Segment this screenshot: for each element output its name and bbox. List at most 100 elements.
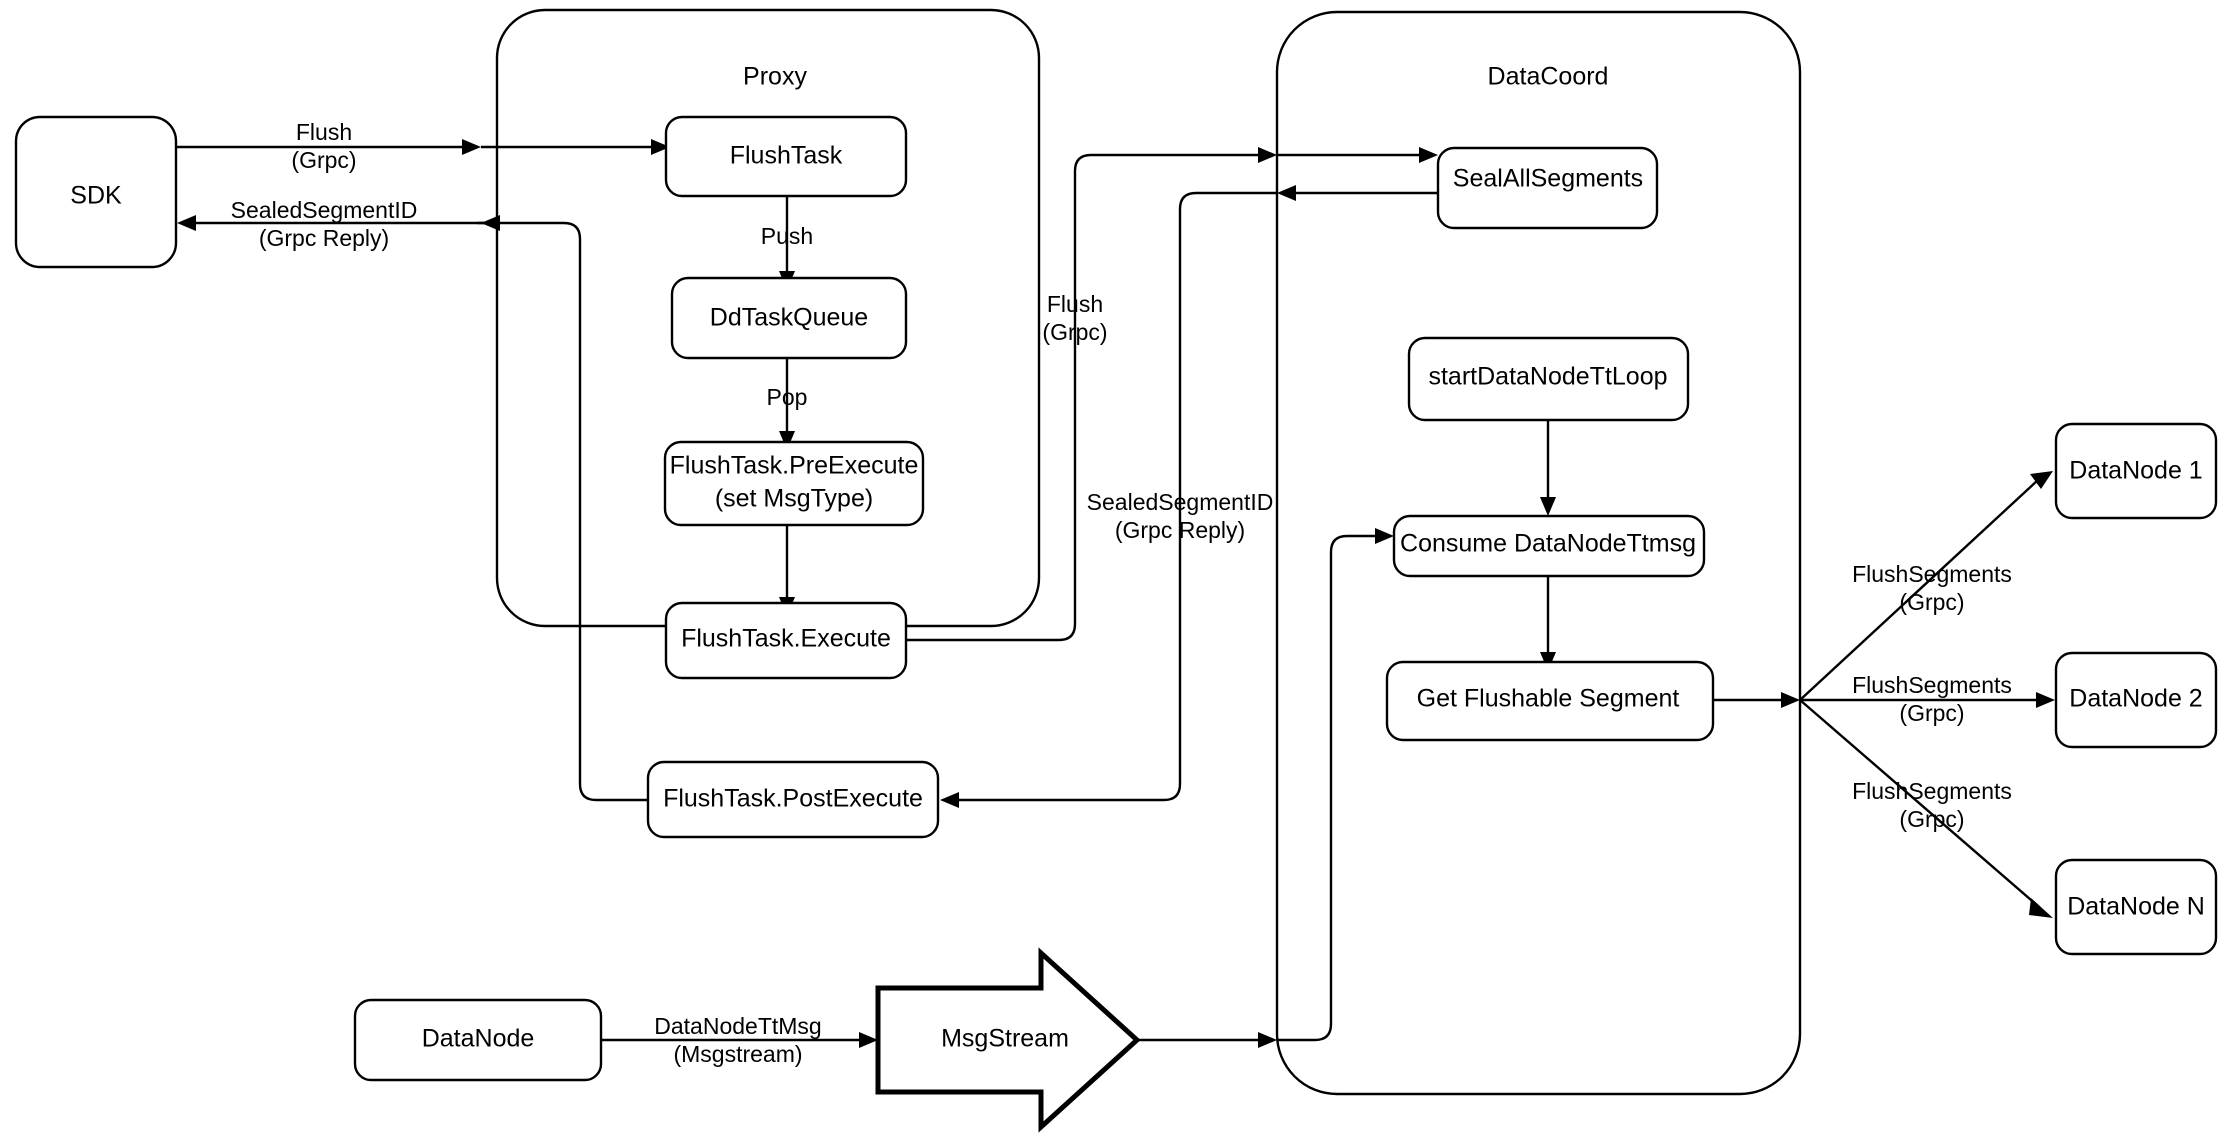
node-msgstream-shape — [875, 947, 1141, 1133]
node-sdk[interactable]: SDK — [14, 115, 178, 269]
node-sdk-label: SDK — [70, 182, 122, 210]
node-datanode-source-rect — [353, 998, 603, 1082]
node-preexecute-label-line1: FlushTask.PreExecute — [670, 452, 919, 480]
edge-label-flushsegments-2-line1: FlushSegments — [1852, 672, 2012, 698]
node-datanode-n[interactable]: DataNode N — [2054, 858, 2218, 956]
edge-execute-to-sealallsegments: Flush (Grpc) — [906, 147, 1438, 642]
container-datacoord[interactable]: DataCoord — [1275, 10, 1802, 1096]
edge-postexecute-return-path — [483, 221, 650, 802]
edge-label-sealedsegmentid-line1: SealedSegmentID — [231, 197, 418, 223]
edge-label-push: Push — [761, 223, 813, 249]
node-execute[interactable]: FlushTask.Execute — [664, 601, 908, 680]
edge-pop: Pop — [767, 358, 808, 450]
edge-label-flush-grpc-line1: Flush — [296, 119, 352, 145]
edge-postexecute-return-arrowhead — [481, 215, 500, 231]
node-getflushablesegment-rect — [1385, 660, 1715, 742]
edge-push: Push — [761, 196, 813, 290]
node-flushtask[interactable]: FlushTask — [664, 115, 908, 198]
node-preexecute-label-line2: (set MsgType) — [715, 485, 873, 513]
edge-coord-to-seal-arrowhead — [1419, 147, 1438, 163]
edge-label-flushsegments-1-line2: (Grpc) — [1899, 589, 1964, 615]
node-postexecute-label: FlushTask.PostExecute — [663, 785, 923, 813]
edge-datanode-to-msgstream-arrowhead — [859, 1032, 878, 1048]
node-startdatanodettloop-label: startDataNodeTtLoop — [1428, 363, 1667, 391]
edge-junction-to-datanode1: FlushSegments (Grpc) — [1799, 471, 2053, 701]
node-startdatanodettloop-rect — [1407, 336, 1690, 422]
edge-coord-to-postexecute-arrowhead — [940, 792, 959, 808]
edge-proxy-to-sdk: SealedSegmentID (Grpc Reply) — [177, 197, 497, 251]
node-sdk-rect — [14, 115, 178, 269]
node-datanode-2-label: DataNode 2 — [2069, 685, 2202, 713]
node-startdatanodettloop[interactable]: startDataNodeTtLoop — [1407, 336, 1690, 422]
edge-proxy-to-sdk-arrowhead — [177, 215, 196, 231]
datacoord-container-rect — [1275, 10, 1802, 1096]
edge-junction-to-datanoden-arrowhead — [2029, 898, 2053, 918]
edge-label-flushsegments-2-line2: (Grpc) — [1899, 700, 1964, 726]
edge-label-flush-grpc-line2: (Grpc) — [291, 147, 356, 173]
node-datanode-1[interactable]: DataNode 1 — [2054, 422, 2218, 520]
edge-postexecute-to-reply — [481, 215, 650, 802]
edge-junction-to-datanoden: FlushSegments (Grpc) — [1799, 699, 2053, 918]
edge-flushtask-arrowhead — [651, 139, 670, 155]
edge-flushable-to-junction — [1713, 692, 1800, 708]
node-ddtaskqueue-rect — [670, 276, 908, 360]
node-execute-rect — [664, 601, 908, 680]
edge-label-flushsegments-n-line1: FlushSegments — [1852, 778, 2012, 804]
node-datanode-1-label: DataNode 1 — [2069, 457, 2202, 485]
node-ddtaskqueue[interactable]: DdTaskQueue — [670, 276, 908, 360]
node-sealallsegments-label: SealAllSegments — [1453, 165, 1643, 193]
edge-coord-internal-to-consume-path — [1277, 534, 1381, 1042]
edge-junction-to-datanode2: FlushSegments (Grpc) — [1800, 672, 2055, 726]
edge-ttloop-to-consume-arrowhead — [1540, 497, 1556, 516]
edge-sealallsegments-to-postexecute: SealedSegmentID (Grpc Reply) — [940, 185, 1438, 808]
node-preexecute-rect — [663, 440, 925, 527]
node-sealallsegments-rect — [1436, 146, 1659, 230]
edge-flushable-to-junction-arrowhead — [1781, 692, 1800, 708]
edge-junction-to-datanoden-path — [1799, 699, 2039, 907]
edge-pop-arrowhead — [779, 431, 795, 450]
node-postexecute[interactable]: FlushTask.PostExecute — [646, 760, 940, 839]
node-msgstream[interactable]: MsgStream — [875, 947, 1141, 1133]
edge-execute-to-coord-path — [906, 153, 1264, 642]
node-flushtask-rect — [664, 115, 908, 198]
edge-label-pop: Pop — [767, 384, 808, 410]
edge-coord-internal-to-consume-arrowhead — [1375, 528, 1394, 544]
node-datanode-n-rect — [2054, 858, 2218, 956]
edge-label-flush-coord-line2: (Grpc) — [1042, 319, 1107, 345]
edge-junction-to-datanode1-path — [1799, 479, 2039, 701]
edge-seal-to-coordedge-arrowhead — [1277, 185, 1296, 201]
edge-msgstream-out-arrowhead — [1258, 1032, 1277, 1048]
edge-label-sealedsegmentid-line2: (Grpc Reply) — [259, 225, 389, 251]
node-consume-datanodettmsg-label: Consume DataNodeTtmsg — [1400, 530, 1696, 558]
edge-junction-to-datanode1-arrowhead — [2030, 471, 2053, 489]
node-datanode-2-rect — [2054, 651, 2218, 749]
node-consume-datanodettmsg-rect — [1392, 514, 1706, 578]
node-consume-datanodettmsg[interactable]: Consume DataNodeTtmsg — [1392, 514, 1706, 578]
node-datanode-source-label: DataNode — [422, 1025, 535, 1053]
edge-ttloop-to-consume — [1540, 420, 1556, 516]
node-datanode-1-rect — [2054, 422, 2218, 520]
proxy-container-label: Proxy — [743, 63, 807, 91]
edge-label-sealed-coord-line1: SealedSegmentID — [1087, 489, 1274, 515]
edge-label-datanodettmsg-line1: DataNodeTtMsg — [654, 1013, 821, 1039]
edge-label-flush-coord-line1: Flush — [1047, 291, 1103, 317]
edge-junction-to-datanode2-arrowhead — [2036, 692, 2055, 708]
edge-label-flushsegments-n-line2: (Grpc) — [1899, 806, 1964, 832]
node-msgstream-label: MsgStream — [941, 1025, 1069, 1053]
datacoord-container-label: DataCoord — [1488, 63, 1609, 91]
node-datanode-source[interactable]: DataNode — [353, 998, 603, 1082]
edge-label-sealed-coord-line2: (Grpc Reply) — [1115, 517, 1245, 543]
node-ddtaskqueue-label: DdTaskQueue — [710, 304, 868, 332]
node-datanode-2[interactable]: DataNode 2 — [2054, 651, 2218, 749]
node-sealallsegments[interactable]: SealAllSegments — [1436, 146, 1659, 230]
edge-sdk-to-proxy: Flush (Grpc) — [177, 119, 670, 173]
edge-datanode-to-msgstream: DataNodeTtMsg (Msgstream) — [601, 1013, 878, 1067]
node-flushtask-label: FlushTask — [730, 142, 843, 170]
edge-label-datanodettmsg-line2: (Msgstream) — [673, 1041, 802, 1067]
node-datanode-n-label: DataNode N — [2067, 893, 2205, 921]
node-execute-label: FlushTask.Execute — [681, 625, 891, 653]
node-preexecute[interactable]: FlushTask.PreExecute (set MsgType) — [663, 440, 925, 527]
node-getflushablesegment[interactable]: Get Flushable Segment — [1385, 660, 1715, 742]
